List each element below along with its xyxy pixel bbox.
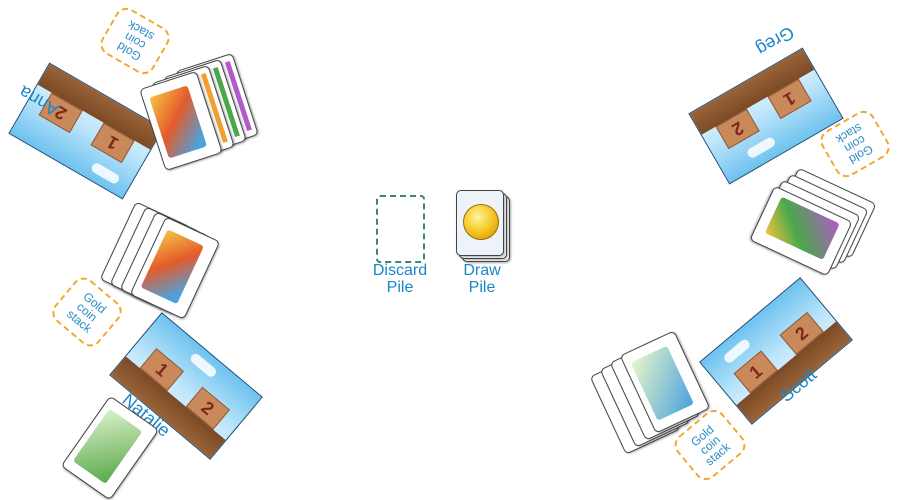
cloud [722, 338, 751, 365]
cloud [189, 352, 218, 379]
hand-natalie[interactable] [105, 210, 215, 300]
hand-scott[interactable] [600, 335, 710, 435]
draw-pile-label: Draw Pile [444, 262, 520, 296]
discard-pile[interactable] [376, 195, 425, 263]
hand-greg[interactable] [755, 160, 865, 260]
draw-pile-top[interactable] [456, 190, 504, 256]
cloud [746, 136, 777, 160]
gold-coin-icon [463, 204, 499, 240]
draw-pile[interactable] [456, 190, 510, 262]
cloud [90, 162, 121, 186]
board-scott: 1 2 [699, 277, 853, 425]
board-anna: 1 2 [8, 62, 163, 199]
discard-pile-label: Discard Pile [362, 262, 438, 296]
hand-anna[interactable] [145, 60, 245, 160]
